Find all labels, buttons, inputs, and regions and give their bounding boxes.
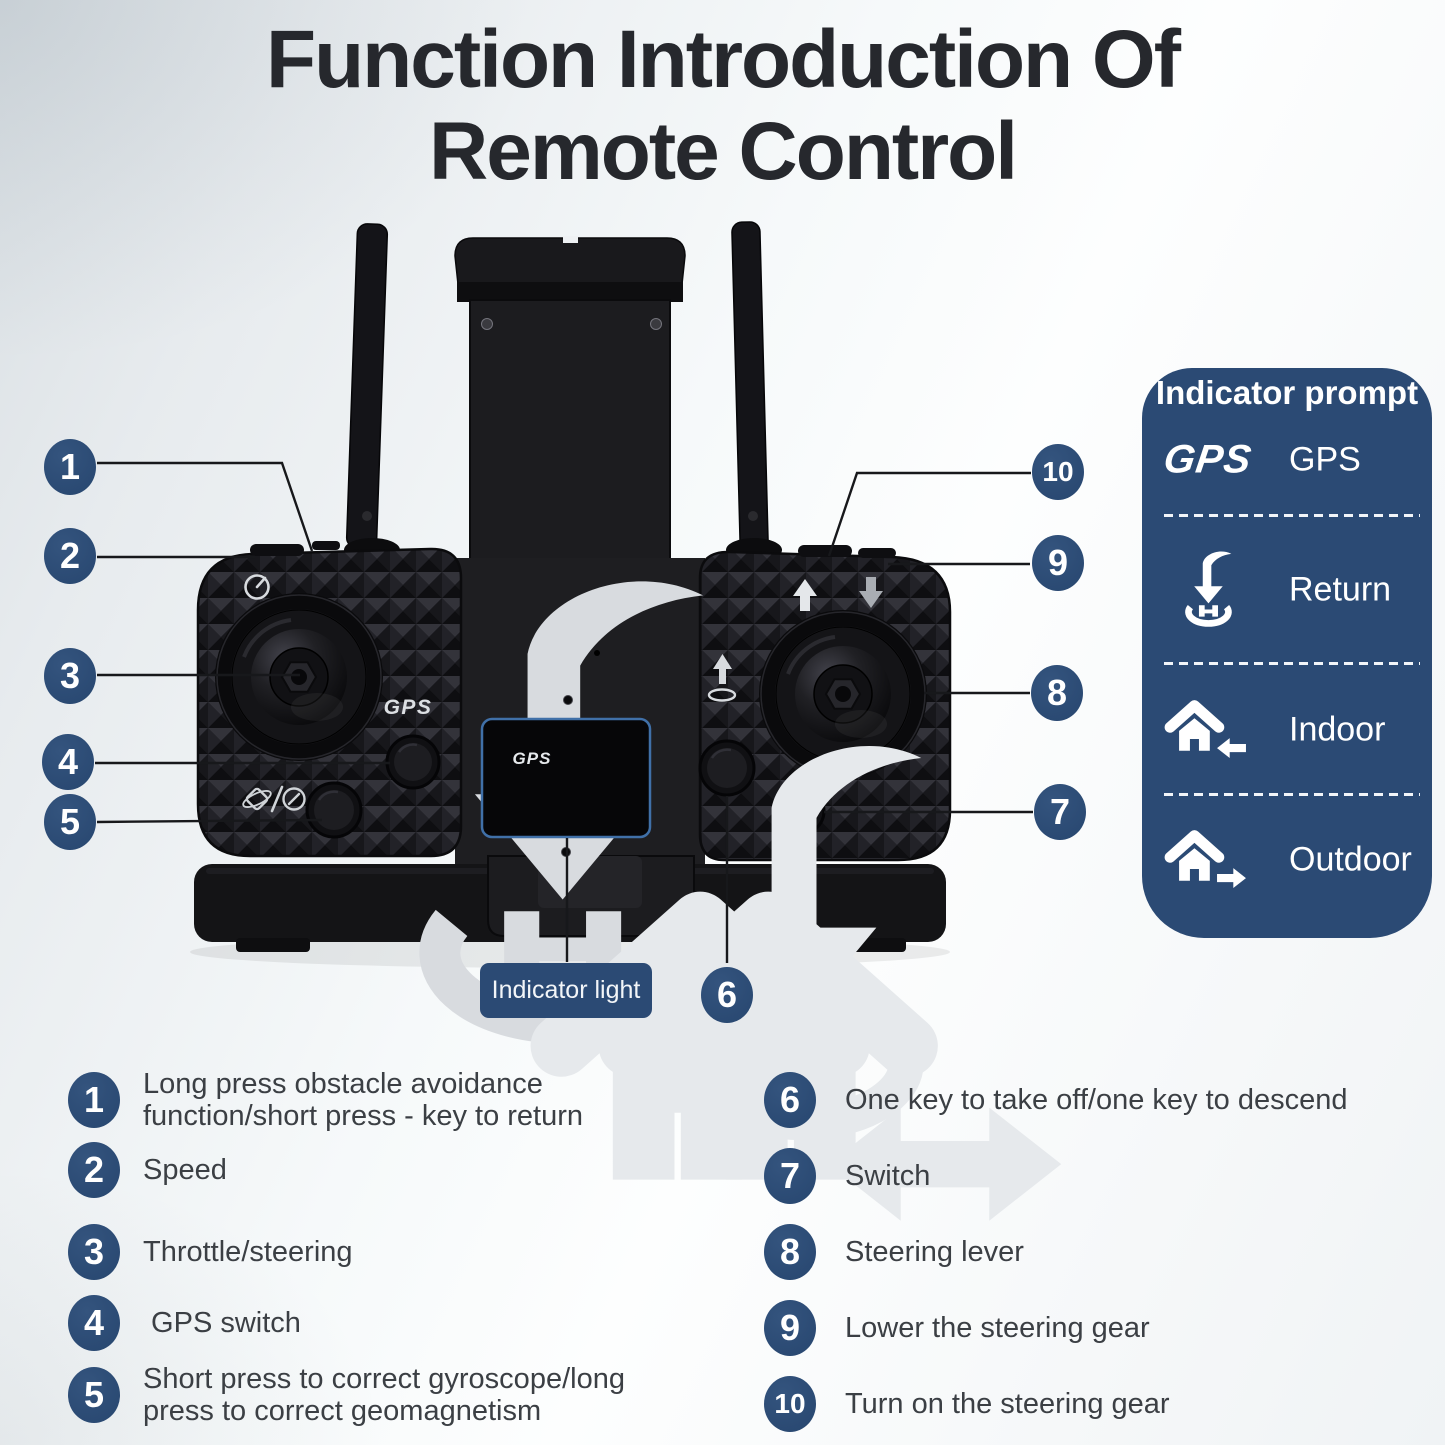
- takeoff-landing-icon: [707, 654, 737, 702]
- legend-number-1: 1: [68, 1072, 120, 1128]
- legend-item-9: 9 Lower the steering gear: [764, 1300, 1150, 1356]
- down-arrow-icon: [859, 577, 883, 608]
- legend-item-4: 4 GPS switch: [68, 1295, 301, 1351]
- shoulder-buttons: [250, 541, 896, 558]
- callout-lines: [95, 461, 1033, 963]
- gps-switch-button[interactable]: [385, 734, 441, 790]
- console-dot: [594, 650, 600, 656]
- speed-shoulder-button: [250, 544, 304, 556]
- left-joystick[interactable]: [213, 591, 385, 763]
- legend-item-2: 2 Speed: [68, 1142, 227, 1198]
- indicator-light-label: Indicator light: [480, 963, 652, 1018]
- indicator-prompt-title: Indicator prompt: [1155, 374, 1419, 411]
- legend-text-6: One key to take off/one key to descend: [845, 1084, 1348, 1116]
- legend-item-10: 10 Turn on the steering gear: [764, 1376, 1170, 1432]
- legend-number-2: 2: [68, 1142, 120, 1198]
- legend-item-6: 6 One key to take off/one key to descend: [764, 1072, 1347, 1128]
- legend-text-10: Turn on the steering gear: [845, 1388, 1170, 1420]
- legend-text-4: GPS switch: [143, 1307, 301, 1339]
- legend-number-7: 7: [764, 1148, 816, 1204]
- legend-text-7: Switch: [845, 1160, 931, 1192]
- page-title-line2: Remote Control: [429, 106, 1018, 197]
- legend-text-9: Lower the steering gear: [845, 1312, 1150, 1344]
- callout-line-10: [827, 471, 1031, 557]
- servo-down-shoulder-button: [858, 548, 896, 558]
- legend-number-10: 10: [764, 1376, 816, 1432]
- callout-2: 2: [44, 528, 96, 584]
- page-title-line1: Function Introduction Of: [265, 14, 1181, 105]
- panel-separator-3: [1164, 793, 1420, 796]
- callout-5: 5: [44, 794, 96, 850]
- callout-3: 3: [44, 648, 96, 704]
- screen-gps-icon: GPS: [513, 749, 552, 768]
- up-arrow-icon: [793, 579, 817, 611]
- pad-gps-print: GPS: [384, 696, 433, 719]
- legend-item-3: 3 Throttle/steering: [68, 1224, 353, 1280]
- legend-text-8: Steering lever: [845, 1236, 1024, 1268]
- callout-1: 1: [44, 439, 96, 495]
- antenna-left: [344, 223, 400, 562]
- home-outdoor-icon: [1158, 828, 1258, 891]
- return-shoulder-button: [312, 541, 340, 550]
- callout-4: 4: [42, 734, 94, 790]
- legend-number-5: 5: [68, 1367, 120, 1423]
- legend-number-6: 6: [764, 1072, 816, 1128]
- legend-text-2: Speed: [143, 1154, 227, 1186]
- servo-on-shoulder-button: [798, 545, 852, 557]
- indicator-row-label-outdoor: Outdoor: [1289, 840, 1412, 879]
- callout-line-5: [96, 818, 323, 824]
- return-home-icon: [1158, 550, 1258, 630]
- gps-logo-icon: GPS: [1158, 438, 1258, 483]
- panel-separator-1: [1164, 514, 1420, 517]
- home-indoor-icon: [1158, 698, 1258, 761]
- gyro-compass-icon: [242, 785, 306, 813]
- legend-number-4: 4: [68, 1295, 120, 1351]
- panel-separator-2: [1164, 662, 1420, 665]
- callout-8: 8: [1031, 665, 1083, 721]
- speed-dial-icon: [244, 574, 270, 600]
- legend-item-7: 7 Switch: [764, 1148, 930, 1204]
- takeoff-button[interactable]: [698, 739, 756, 797]
- callout-line-1: [97, 461, 314, 552]
- page-title: Function Introduction Of Remote Control: [0, 14, 1445, 198]
- legend-number-3: 3: [68, 1224, 120, 1280]
- console-screw-top: [563, 695, 573, 705]
- callout-7: 7: [1034, 784, 1086, 840]
- legend-number-9: 9: [764, 1300, 816, 1356]
- callout-6: 6: [701, 967, 753, 1023]
- foot-left: [236, 938, 310, 952]
- indicator-screen: GPS: [480, 717, 1061, 1221]
- gps-logo-text: GPS: [1161, 437, 1255, 482]
- indicator-row-label-indoor: Indoor: [1289, 710, 1386, 749]
- legend-number-8: 8: [764, 1224, 816, 1280]
- callout-10: 10: [1032, 444, 1084, 500]
- legend-text-3: Throttle/steering: [143, 1236, 353, 1268]
- legend-item-8: 8 Steering lever: [764, 1224, 1024, 1280]
- callout-9: 9: [1032, 535, 1084, 591]
- calibration-button[interactable]: [305, 781, 363, 839]
- indicator-row-label-return: Return: [1289, 570, 1392, 609]
- indicator-row-label-gps: GPS: [1289, 440, 1361, 479]
- antenna-right: [726, 221, 782, 562]
